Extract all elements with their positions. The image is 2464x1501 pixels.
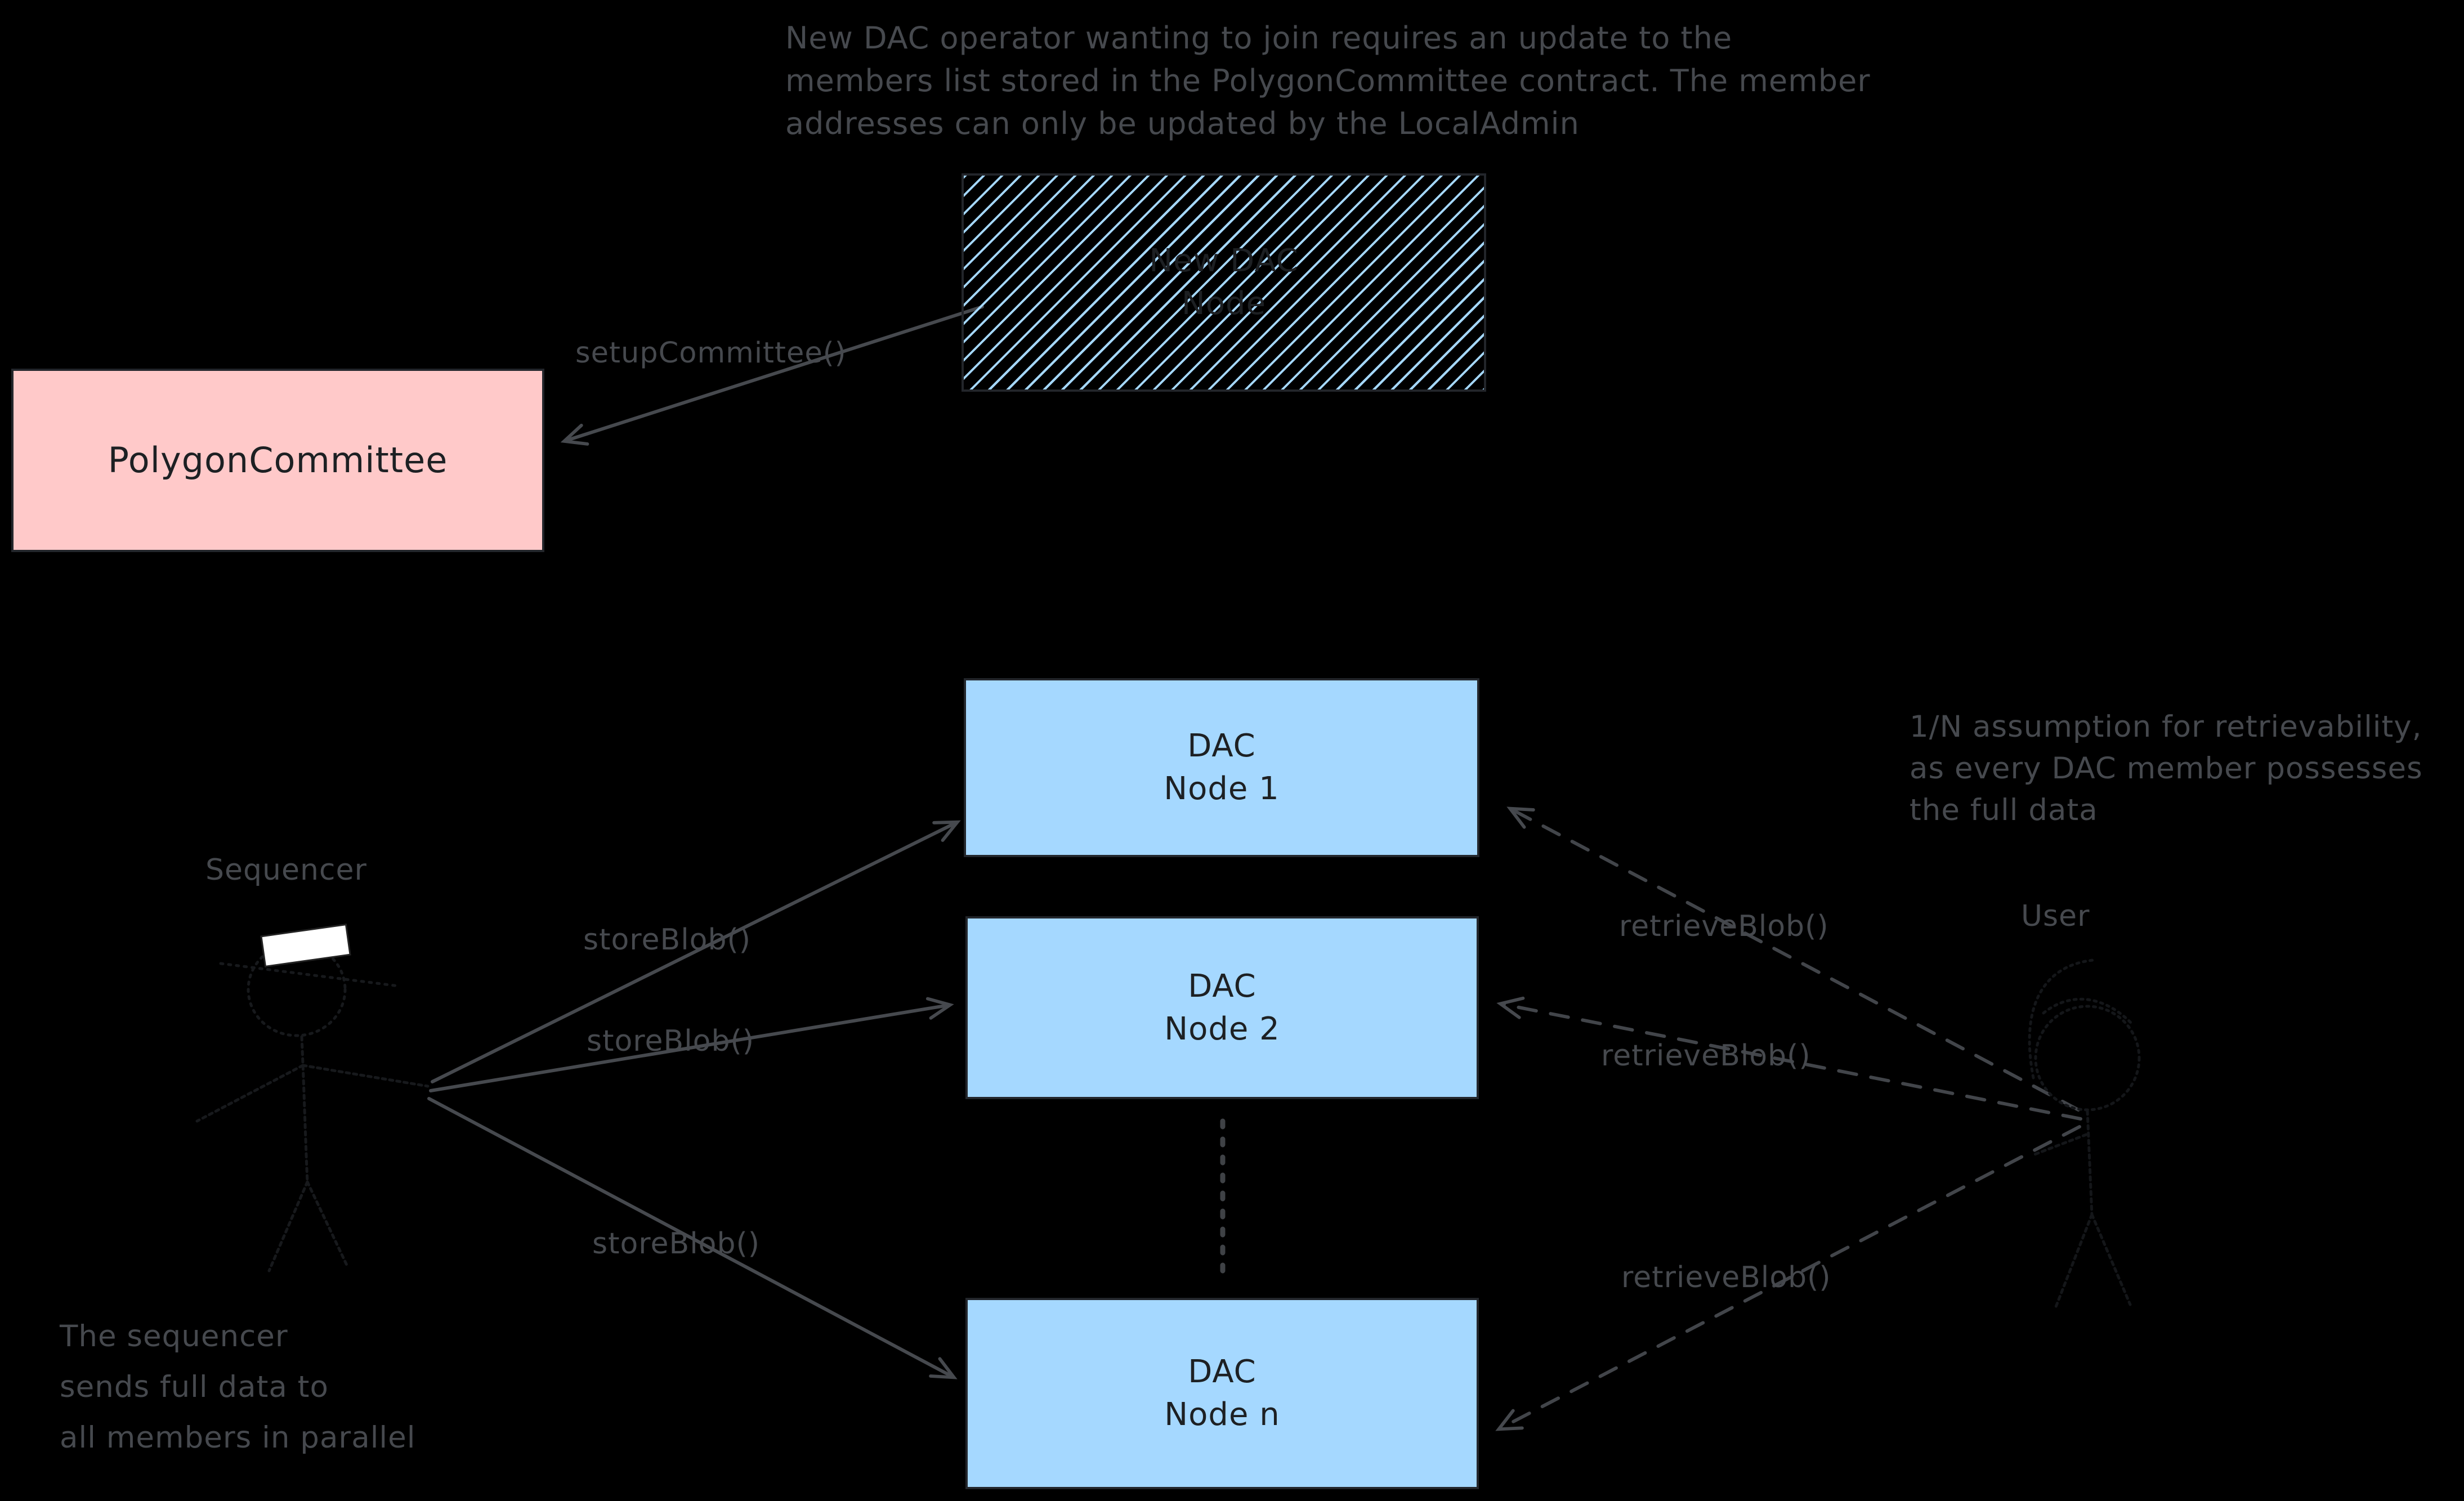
new-dac-node-box: New DAC Node [962,173,1486,392]
sequencer-note: The sequencer sends full data to all mem… [60,1319,416,1455]
arrow-retrieve-blob-2 [1496,996,2082,1121]
sequencer-label: Sequencer [205,853,367,887]
arrow-store-blob-2 [429,997,954,1092]
sequencer-figure-icon [195,923,430,1273]
sequencer-hat-icon [260,923,351,968]
dac-node-1-box: DAC Node 1 [964,678,1479,857]
top-note: New DAC operator wanting to join require… [785,20,1871,141]
store-blob-call-label-2: storeBlob() [587,1024,755,1058]
store-blob-call-label-3: storeBlob() [592,1227,761,1261]
user-label: User [2021,899,2090,933]
dac-node-1-label: DAC Node 1 [1164,728,1280,807]
user-figure-icon [2028,958,2141,1309]
arrow-setup-committee [560,305,984,446]
arrow-store-blob-3 [427,1097,958,1379]
dac-node-n-box: DAC Node n [965,1298,1479,1489]
dac-node-n-label: DAC Node n [1164,1354,1280,1433]
arrow-store-blob-1 [431,820,961,1083]
retrieve-blob-call-label-3: retrieveBlob() [1621,1261,1831,1294]
retrievability-note: 1/N assumption for retrievability, as ev… [1910,710,2423,827]
store-blob-call-label-1: storeBlob() [583,923,752,957]
retrieve-blob-call-label-1: retrieveBlob() [1619,909,1829,943]
dac-node-2-label: DAC Node 2 [1164,967,1280,1047]
polygon-committee-label: PolygonCommittee [108,440,448,481]
new-dac-node-label: New DAC Node [1149,243,1299,322]
retrieve-blob-call-label-2: retrieveBlob() [1601,1039,1811,1073]
polygon-committee-box: PolygonCommittee [11,369,544,552]
arrow-retrieve-blob-3 [1495,1125,2081,1431]
arrow-retrieve-blob-1 [1506,806,2080,1112]
setup-committee-call-label: setupCommittee() [575,337,847,370]
dac-node-2-box: DAC Node 2 [965,916,1479,1099]
